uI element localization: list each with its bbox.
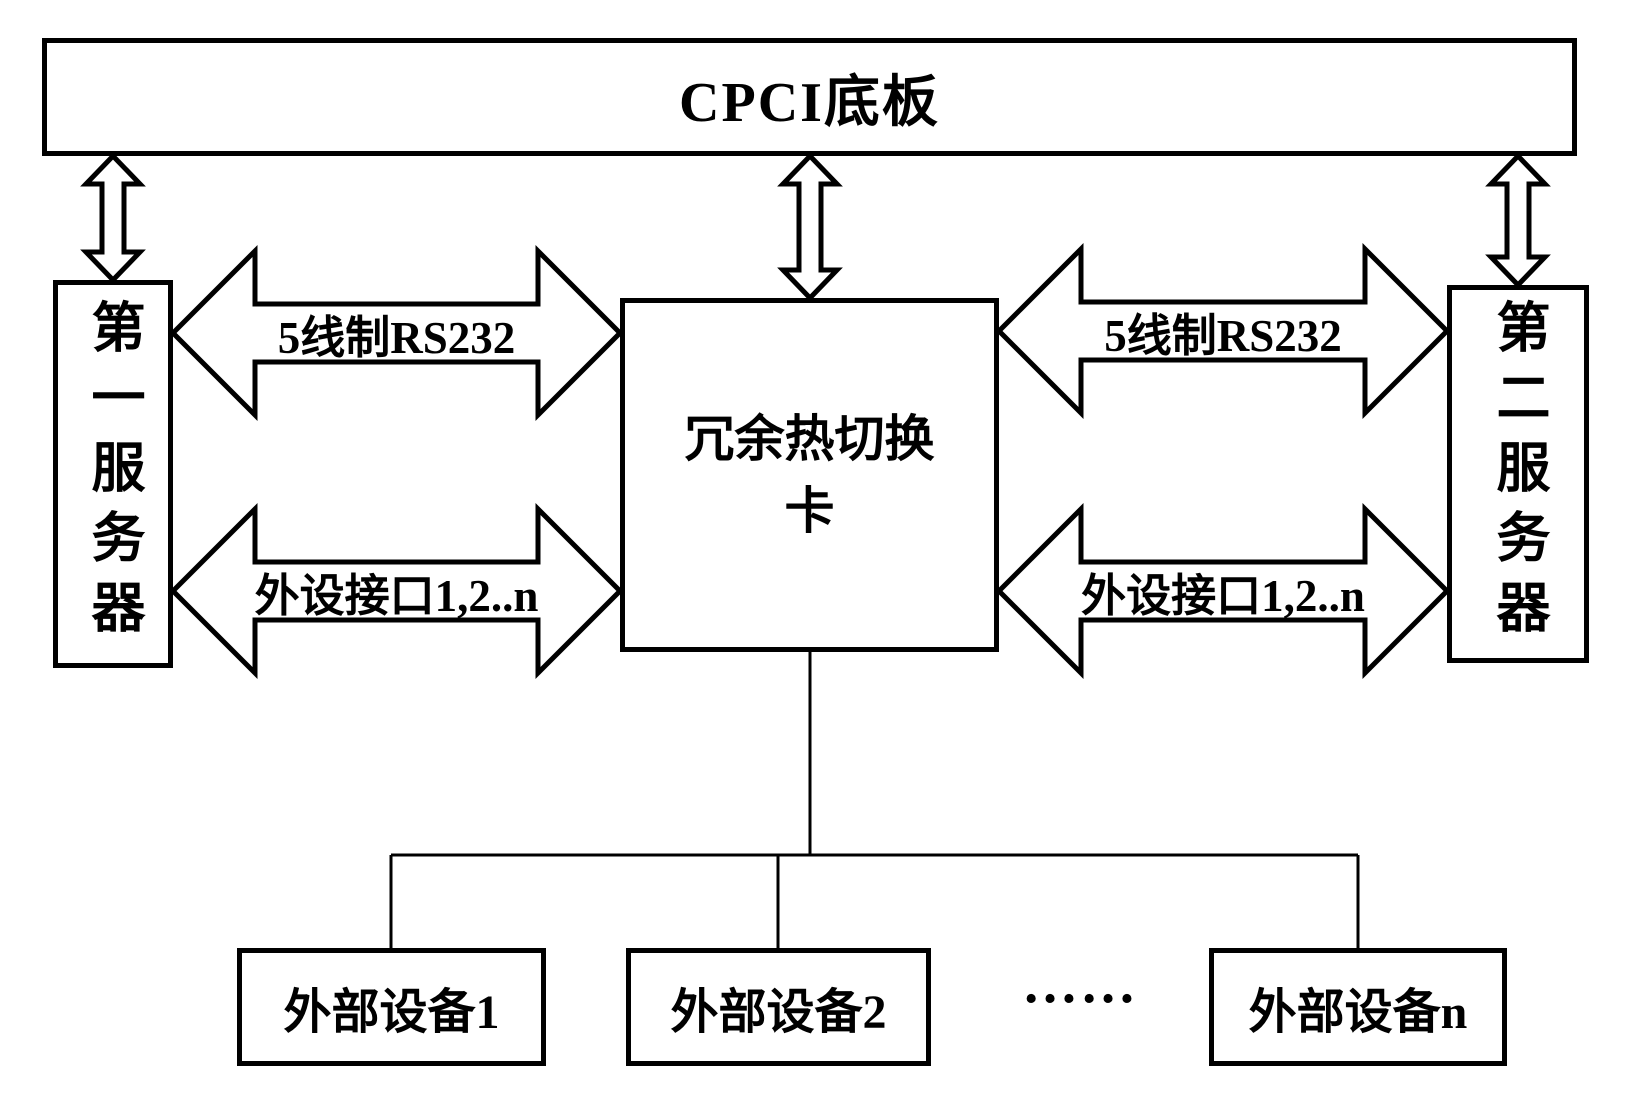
server-2-label: 第二服务器 [1488,299,1548,649]
vertical-arrow-center [777,152,843,302]
periph-link-label-left: 外设接口1,2..n [254,570,539,621]
server-1-box: 第一服务器 [53,280,173,668]
device-1-box: 外部设备1 [237,948,546,1066]
device-1-label: 外部设备1 [283,986,500,1039]
vertical-arrow-right [1485,152,1551,289]
cpci-backplane-label: CPCI底板 [679,71,940,134]
hot-swap-card-box: 冗余热切换 卡 [620,298,999,652]
hot-swap-card-label-line1: 冗余热切换 [684,410,935,467]
device-n-label: 外部设备n [1248,986,1468,1039]
cpci-backplane-box: CPCI底板 [42,38,1577,156]
hot-swap-card-label-line2: 卡 [784,483,835,539]
device-connector-lines [389,652,1360,948]
rs232-link-label-right: 5线制RS232 [1104,310,1342,361]
devices-ellipsis: …… [1022,953,1138,1015]
device-2-label: 外部设备2 [670,986,887,1039]
hot-swap-card-label: 冗余热切换 卡 [685,403,935,548]
vertical-arrow-left [80,152,146,284]
device-n-box: 外部设备n [1209,948,1507,1066]
device-2-box: 外部设备2 [626,948,931,1066]
periph-link-label-right: 外设接口1,2..n [1081,570,1365,621]
rs232-link-label-left: 5线制RS232 [277,312,516,363]
server-2-box: 第二服务器 [1447,285,1589,663]
server-1-label: 第一服务器 [83,299,143,649]
